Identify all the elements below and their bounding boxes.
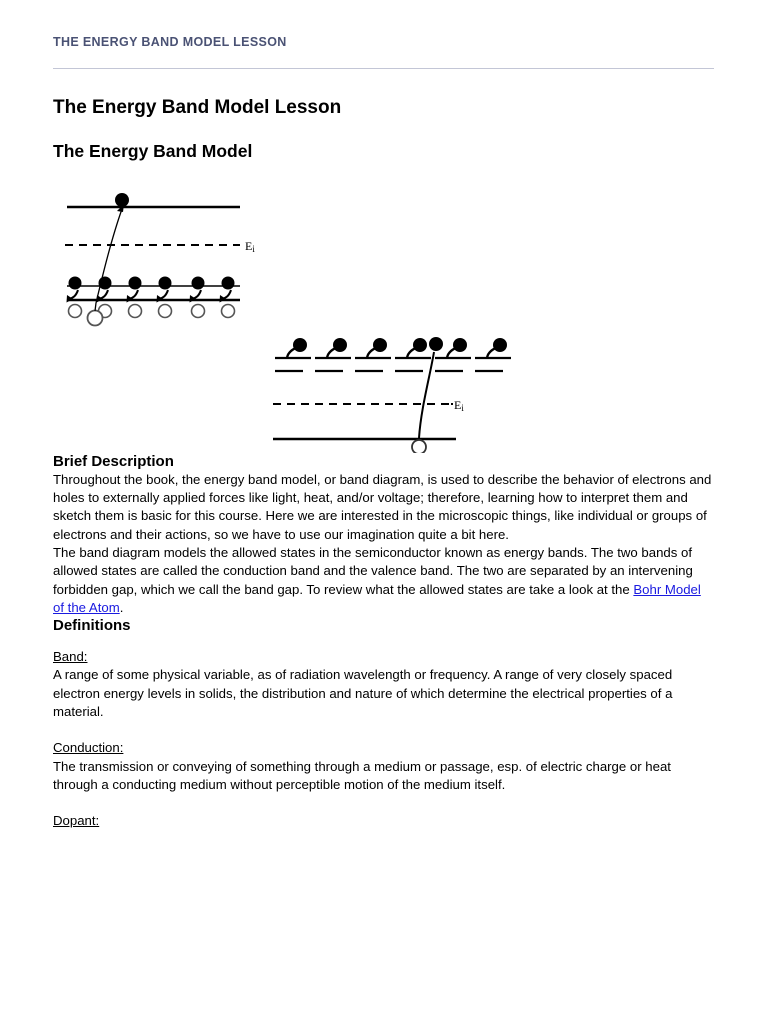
conduction-electron	[333, 337, 347, 352]
valence-electron	[98, 276, 112, 290]
excited-hole-stem-a	[94, 302, 97, 311]
excited-hole-a	[86, 309, 104, 327]
definition-entry-band: Band: A range of some physical variable,…	[53, 648, 715, 721]
paragraph-2-text-before-link: The band diagram models the allowed stat…	[53, 544, 693, 597]
bohr-model-link[interactable]: Bohr Model of the Atom	[53, 581, 701, 615]
conduction-electron	[453, 337, 467, 352]
valence-hole	[127, 303, 143, 319]
definition-entry-dopant: Dopant:	[53, 812, 715, 830]
conduction-band-units-b	[275, 336, 511, 372]
valence-electron	[158, 276, 172, 290]
pair-arrowhead	[66, 294, 73, 303]
valence-hole	[220, 303, 236, 319]
conduction-electron	[413, 337, 427, 352]
definition-term-conduction: Conduction:	[53, 740, 124, 756]
valence-electron	[68, 276, 82, 290]
definition-term-band: Band:	[53, 649, 88, 665]
page-subtitle: The Energy Band Model	[53, 140, 253, 161]
valence-electron	[128, 276, 142, 290]
valence-hole	[67, 303, 83, 319]
energy-band-figure: Ei	[53, 178, 715, 453]
valence-electron	[191, 276, 205, 290]
running-header: THE ENERGY BAND MODEL LESSON	[53, 35, 287, 49]
paragraph-2-text-after-link: .	[119, 599, 124, 615]
pair-arrowhead	[156, 294, 163, 303]
definition-term-dopant: Dopant:	[53, 813, 100, 829]
brief-description-heading: Brief Description	[53, 452, 174, 470]
definition-text-band: A range of some physical variable, as of…	[53, 667, 673, 720]
band-diagrams-svg: Ei	[65, 192, 511, 453]
diagram-b-hole-conduction: Ei	[273, 336, 511, 453]
pair-arrowhead	[126, 294, 133, 303]
header-divider	[53, 68, 714, 69]
fermi-level-label-a: Ei	[245, 239, 255, 254]
electron-excitation-path-a	[95, 208, 123, 303]
fermi-level-label-b: Ei	[454, 398, 464, 413]
brief-description-paragraph-2: The band diagram models the allowed stat…	[53, 544, 715, 617]
valence-hole	[157, 303, 173, 319]
definition-text-conduction: The transmission or conveying of somethi…	[53, 758, 671, 792]
valence-hole-b	[411, 438, 427, 453]
valence-electron-hole-pairs-a	[66, 276, 236, 319]
valence-hole	[190, 303, 206, 319]
transition-electron	[429, 336, 443, 351]
conduction-electron-a	[115, 192, 129, 207]
valence-electron	[221, 276, 235, 290]
page-title: The Energy Band Model Lesson	[53, 97, 342, 118]
diagram-a-electron-excitation: Ei	[65, 192, 255, 327]
document-content: THE ENERGY BAND MODEL LESSON The Energy …	[53, 0, 715, 831]
conduction-electron	[493, 337, 507, 352]
pair-arrowhead	[189, 294, 196, 303]
hole-transition-path-b	[418, 351, 435, 438]
definitions-heading: Definitions	[53, 617, 131, 635]
pair-arrowhead	[96, 294, 103, 303]
definition-entry-conduction: Conduction: The transmission or conveyin…	[53, 739, 715, 794]
pair-arrowhead	[219, 294, 226, 303]
brief-description-paragraph-1: Throughout the book, the energy band mod…	[53, 471, 712, 542]
conduction-electron	[373, 337, 387, 352]
conduction-electron	[293, 337, 307, 352]
